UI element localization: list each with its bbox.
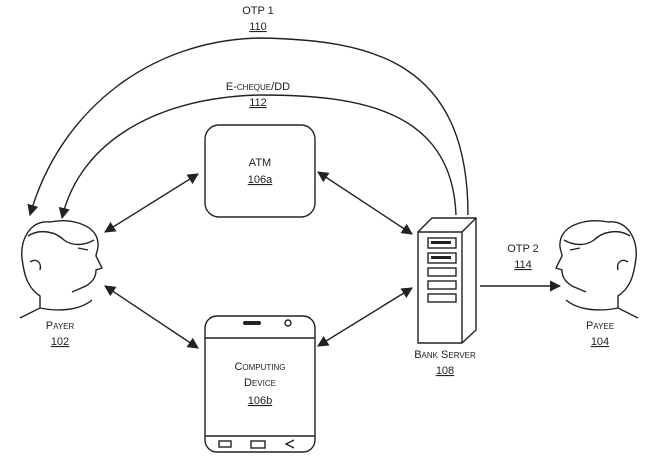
otp2-ref: 114 bbox=[514, 259, 532, 271]
atm-label: ATM bbox=[249, 157, 271, 169]
device-label-line2: Device bbox=[244, 377, 276, 389]
bank-server-label: Bank Server bbox=[414, 349, 476, 361]
payee-ref: 104 bbox=[591, 336, 609, 348]
otp2-label: OTP 2 bbox=[507, 243, 539, 255]
payer-label: Payer bbox=[46, 320, 75, 332]
computing-device-icon bbox=[204, 315, 316, 453]
echeque-ref: 112 bbox=[249, 97, 267, 109]
atm-box bbox=[204, 124, 316, 218]
echeque-label: E-cheque/DD bbox=[226, 81, 290, 93]
payer-ref: 102 bbox=[51, 336, 69, 348]
atm-server-arrow bbox=[317, 171, 413, 235]
payer-atm-arrow bbox=[104, 173, 199, 233]
otp1-label: OTP 1 bbox=[242, 5, 274, 17]
atm-ref: 106a bbox=[248, 174, 273, 186]
echeque-arc bbox=[58, 94, 457, 220]
bank-server-ref: 108 bbox=[436, 365, 454, 377]
bank-server-icon bbox=[417, 217, 477, 344]
otp1-ref: 110 bbox=[249, 21, 267, 33]
payer-icon bbox=[19, 220, 103, 319]
otp1-arc bbox=[27, 37, 469, 217]
device-ref: 106b bbox=[248, 395, 272, 407]
device-label-line1: Computing bbox=[234, 361, 285, 373]
payer-device-arrow bbox=[104, 285, 199, 349]
device-server-arrow bbox=[317, 287, 413, 347]
payee-label: Payee bbox=[586, 320, 614, 332]
payee-icon bbox=[555, 220, 639, 319]
